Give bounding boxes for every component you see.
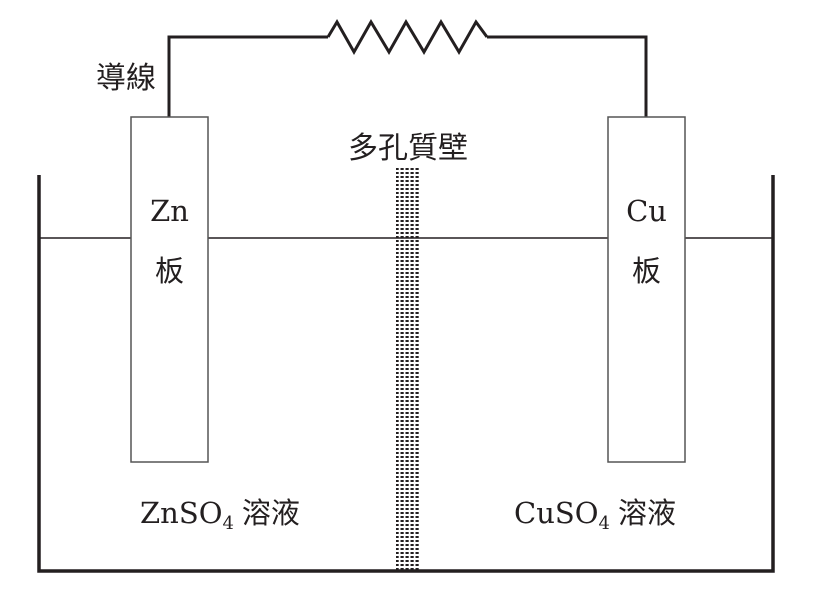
cu-plate-symbol: Cu bbox=[626, 194, 667, 228]
zn-solution-word: 溶液 bbox=[242, 496, 300, 530]
zn-solution-formula: ZnSO bbox=[140, 496, 222, 530]
zn-solution-label: ZnSO4 溶液 bbox=[140, 496, 300, 534]
porous-wall-label: 多孔質壁 bbox=[348, 131, 468, 166]
cu-solution-word: 溶液 bbox=[618, 496, 676, 530]
zn-plate-word: 板 bbox=[155, 254, 184, 288]
wire-left-segment bbox=[167, 35, 328, 117]
cu-plate-word: 板 bbox=[632, 254, 661, 288]
zn-plate bbox=[130, 116, 209, 463]
external-circuit bbox=[167, 19, 648, 117]
cu-plate bbox=[607, 116, 686, 463]
porous-partition bbox=[396, 168, 420, 570]
cu-solution-subscript: 4 bbox=[599, 513, 610, 534]
zn-electrode: Zn 板 bbox=[130, 116, 209, 463]
wire-right-segment bbox=[487, 35, 648, 117]
zn-plate-symbol: Zn bbox=[150, 194, 189, 228]
zn-solution-subscript: 4 bbox=[222, 513, 233, 534]
wire-label: 導線 bbox=[96, 61, 156, 96]
cu-solution-label: CuSO4 溶液 bbox=[514, 496, 676, 534]
cu-solution-formula: CuSO bbox=[514, 496, 599, 530]
cu-electrode: Cu 板 bbox=[607, 116, 686, 463]
resistor bbox=[326, 19, 489, 56]
beaker bbox=[37, 175, 775, 573]
